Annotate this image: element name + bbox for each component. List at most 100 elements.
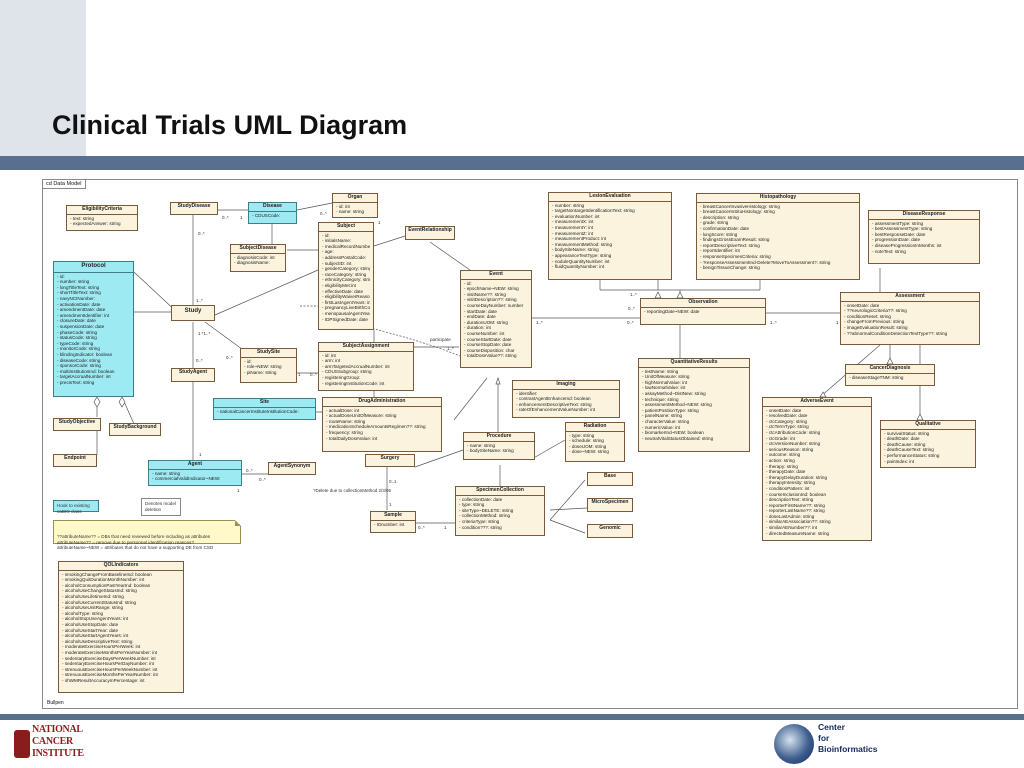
attr: registeringGroup:	[322, 375, 410, 381]
class-name: Subject	[319, 223, 373, 232]
attr: courseDayNumber: number	[464, 303, 528, 309]
attr: measurementMethod: string	[552, 242, 668, 248]
attr: ctcCategory: string	[766, 419, 868, 425]
class-adverse-event[interactable]: AdverseEvent onsetDate: date resolvedDat…	[762, 397, 872, 541]
class-endpoint[interactable]: Endpoint	[53, 454, 97, 467]
attr: ethnicityCategory: string	[322, 277, 370, 283]
class-lesion-evaluation[interactable]: LesionEvaluation number: string targetNo…	[548, 192, 672, 280]
class-name: Sample	[371, 512, 415, 521]
cbi-logo-line: Center	[818, 722, 845, 732]
attr: phaseCode: string	[57, 330, 130, 336]
attr: alcoholType: string	[62, 611, 180, 617]
attr: deathCause: string	[884, 442, 972, 448]
attr: sponsorCode: string	[57, 363, 130, 369]
class-study-background[interactable]: StudyBackground	[109, 423, 161, 436]
class-subject[interactable]: Subject id: initialsName: medicalRecordN…	[318, 222, 374, 330]
mult-label: 1	[389, 502, 392, 507]
class-genomic[interactable]: Genomic	[587, 524, 633, 538]
attr: bodySiteName: string	[552, 247, 668, 253]
class-name: Agent	[149, 461, 241, 470]
class-event[interactable]: Event id: epochName~NEW: string visitNam…	[460, 270, 532, 368]
class-specimen-collection[interactable]: SpecimenCollection collectionDate: date …	[455, 486, 545, 536]
class-drug-administration[interactable]: DrugAdministration actualDose: int actua…	[322, 397, 442, 452]
class-assessment[interactable]: Assessment onsetDate: date ??neurologicC…	[840, 292, 980, 345]
attr: navyNCINumber:	[57, 296, 130, 302]
attr: progressionDate: date	[872, 237, 976, 243]
attr: courseNumber: int	[464, 331, 528, 337]
class-organ[interactable]: Organ id: int name: string	[332, 193, 378, 218]
cbi-logo-line: Bioinformatics	[818, 744, 878, 754]
attr: action: string	[766, 458, 868, 464]
class-study-site[interactable]: StudySite id: role~NEW: string piName: s…	[240, 348, 297, 383]
class-disease[interactable]: Disease CDUSCode:	[248, 202, 297, 224]
attr: closureDate: date	[57, 318, 130, 324]
attr: sedentaryExerciseDaysPerWeekNumber: int	[62, 656, 180, 662]
note-fold	[235, 520, 241, 526]
class-histopathology[interactable]: Histopathology breastCancerInvasiveHisto…	[696, 193, 860, 280]
class-imaging[interactable]: Imaging identifier: contrastAgentEnhance…	[512, 380, 620, 418]
class-procedure[interactable]: Procedure name: string bodySiteName: str…	[463, 432, 535, 460]
top-band	[0, 156, 1024, 170]
attr: descriptionText: string	[766, 497, 868, 503]
class-name: SpecimenCollection	[456, 487, 544, 496]
attr: UnitOfMeasure: string	[642, 374, 746, 380]
attr: strenuousExerciseHoursPerWeekNumber: int	[62, 667, 180, 673]
attr: CDUSSubgroup: string	[322, 369, 410, 375]
attr: reporterLastName??: string	[766, 508, 868, 514]
class-radiation[interactable]: Radiation type: string schedule: string …	[565, 422, 625, 462]
class-name: Surgery	[380, 455, 400, 461]
attr: breastCancerInvasiveHistology: string	[700, 204, 856, 210]
class-base[interactable]: Base	[587, 472, 633, 486]
class-disease-response[interactable]: DiseaseResponse assessmentType: string b…	[868, 210, 980, 264]
class-agent-synonym[interactable]: AgentSynonym	[268, 462, 316, 475]
class-name: StudySite	[241, 349, 296, 358]
attr: medicationScheduleAmountsRegimen??: stri…	[326, 424, 438, 430]
class-agent[interactable]: Agent name: string commercialValidIndica…	[148, 460, 242, 486]
mult-label: 0..*	[226, 355, 233, 360]
attr: seriousReason: string	[766, 447, 868, 453]
attr: noteText: string	[872, 249, 976, 255]
class-quantitative-results[interactable]: QuantitativeResults testName: string Uni…	[638, 358, 750, 452]
attr: condition???: string	[459, 525, 541, 531]
attr: responseSpecimenCriteria: string	[700, 254, 856, 260]
attr: menopausalAgentYears: int	[322, 311, 370, 317]
class-qol-indicators[interactable]: QOLIndicators smokingChangeFromBaselineI…	[58, 561, 184, 693]
class-name: Study	[184, 308, 202, 314]
class-protocol[interactable]: Protocol id: number: string longTitleTex…	[53, 261, 134, 397]
class-name: Radiation	[566, 423, 624, 432]
attr: evaluationNumber: int	[552, 214, 668, 220]
class-study-agent[interactable]: StudyAgent	[171, 368, 215, 382]
attr: smokingChangeFromBaselineInd: boolean	[62, 572, 180, 578]
class-subject-assignment[interactable]: SubjectAssignment id: int arm: int armTa…	[318, 342, 414, 391]
class-study[interactable]: Study	[171, 305, 215, 321]
class-study-disease[interactable]: StudyDisease	[170, 202, 218, 215]
class-micro-specimen[interactable]: MicroSpecimen	[587, 498, 633, 512]
class-qualitative[interactable]: Qualitative survivalStatus: string death…	[880, 420, 976, 468]
attr: ??abnormalConditionDetectionTextType??: …	[844, 331, 976, 337]
class-cancer-diagnosis[interactable]: CancerDiagnosis diseaseStageTNM: string	[845, 364, 935, 386]
class-surgery[interactable]: Surgery	[365, 454, 415, 467]
attr: id: int	[336, 204, 374, 210]
class-sample[interactable]: Sample IDnumber: int	[370, 511, 416, 533]
mult-label: 0..1	[389, 479, 397, 484]
class-study-objective[interactable]: StudyObjective	[53, 418, 101, 431]
attr: statusCode: string	[57, 335, 130, 341]
attr: multiInstitutionInd: boolean	[57, 369, 130, 375]
attr: performanceStatus: string	[884, 453, 972, 459]
attr: actualDoseUnitOfMeasure: string	[326, 413, 438, 419]
attr: number: string	[552, 203, 668, 209]
attr: measurementProduct: int	[552, 236, 668, 242]
class-observation[interactable]: Observation reportingDate~NEW: date	[640, 298, 766, 325]
class-name: Procedure	[464, 433, 534, 442]
attr: frequency: string	[326, 430, 438, 436]
class-eligibility-criteria[interactable]: EligibilityCriteria text: string expecte…	[66, 205, 138, 231]
class-name: StudyAgent	[178, 369, 208, 375]
class-site[interactable]: Site nationalCancerInstituteInstitutionC…	[213, 398, 316, 420]
attr: characterValue: string	[642, 419, 746, 425]
attr: dose~NEW: string	[569, 449, 621, 455]
class-event-relationship[interactable]: EventRelationship	[405, 226, 455, 240]
mult-label: 1..*	[536, 320, 543, 325]
class-name: AdverseEvent	[763, 398, 871, 407]
class-subject-disease[interactable]: SubjectDisease diagnosisCode: int diagno…	[230, 244, 286, 272]
attr: endDate: date	[464, 314, 528, 320]
